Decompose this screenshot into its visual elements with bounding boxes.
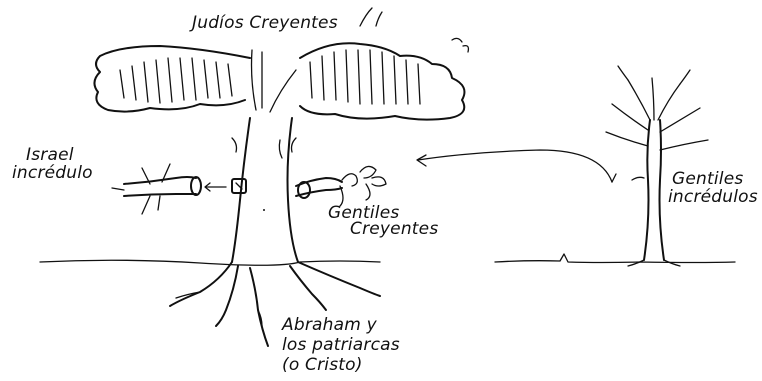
grafted-branch — [296, 166, 386, 206]
ground — [40, 254, 735, 265]
label-root-1: Abraham y — [281, 315, 378, 335]
label-unbelieving-israel-2: incrédulo — [12, 163, 93, 183]
label-root-3: (o Cristo) — [282, 355, 363, 375]
label-believing-jews: Judíos Creyentes — [189, 13, 338, 33]
trunk-stub-left — [232, 179, 246, 193]
broken-branch — [112, 164, 201, 214]
label-unbelieving-israel-1: Israel — [26, 145, 74, 165]
graft-arrow — [417, 150, 616, 182]
removal-arrow — [205, 183, 226, 191]
label-unbelieving-gentiles-2: incrédulos — [668, 187, 758, 207]
bare-tree — [606, 66, 708, 266]
label-believing-gentiles-2: Creyentes — [350, 219, 438, 239]
label-root-2: los patriarcas — [282, 335, 400, 355]
tree-trunk — [232, 118, 298, 262]
label-unbelieving-gentiles-1: Gentiles — [672, 169, 743, 189]
